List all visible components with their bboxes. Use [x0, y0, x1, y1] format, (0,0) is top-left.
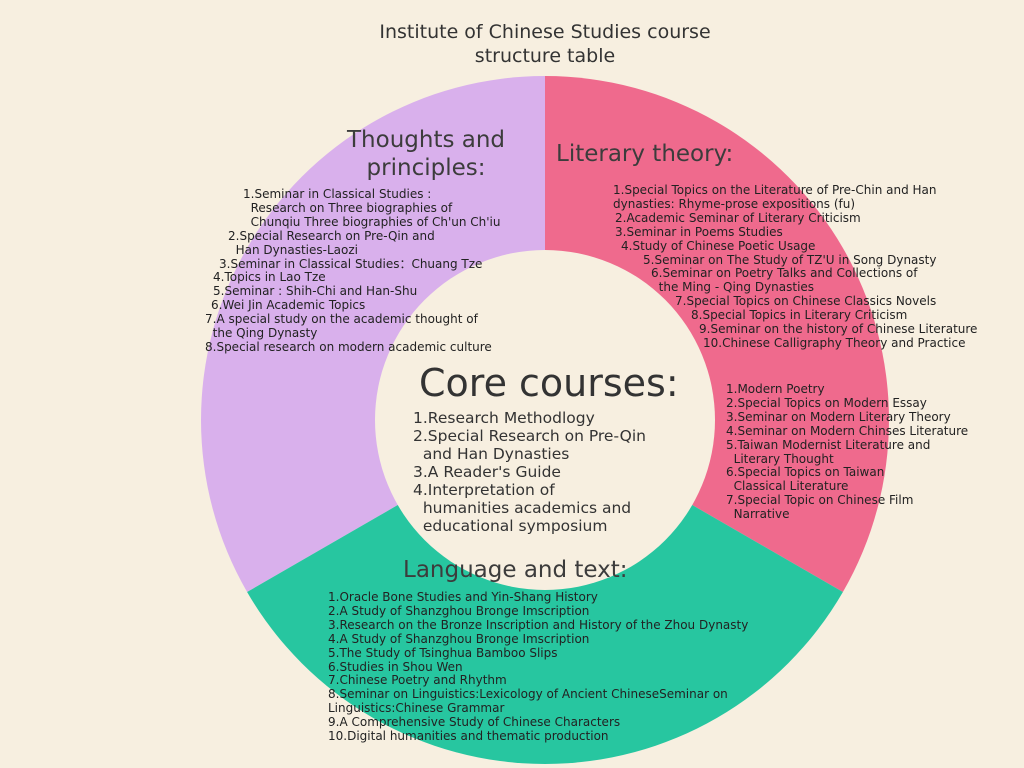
literary-heading: Literary theory:	[556, 141, 734, 167]
language-heading: Language and text:	[403, 557, 628, 583]
language-segment	[247, 420, 843, 764]
list-item: 6.Seminar on Poetry Talks and Collection…	[651, 266, 918, 295]
list-item: 4.A Study of Shanzghou Bronge Imscriptio…	[328, 631, 590, 646]
list-item: 4.Seminar on Modern Chinses Literature	[726, 423, 969, 438]
center-circle	[375, 250, 715, 590]
list-item: 5.The Study of Tsinghua Bamboo Slips	[328, 645, 558, 660]
list-item: 5.Seminar : Shih-Chi and Han-Shu	[213, 284, 418, 299]
thoughts-heading: Thoughts and principles:	[347, 127, 506, 181]
list-item: 1.Oracle Bone Studies and Yin-Shang Hist…	[328, 590, 598, 604]
list-item: 3.Seminar on Modern Literary Theory	[726, 409, 951, 424]
list-item: 6.Wei Jin Academic Topics	[211, 298, 366, 313]
list-item: 9.Seminar on the history of Chinese Lite…	[699, 322, 978, 337]
list-item: 5.Taiwan Modernist Literature and Litera…	[726, 437, 931, 466]
list-item: 7.A special study on the academic though…	[205, 312, 478, 341]
modern-literature-list: 1.Modern Poetry 2.Special Topics on Mode…	[726, 382, 969, 522]
list-item: 4.Topics in Lao Tze	[213, 270, 326, 285]
list-item: 5.Seminar on The Study of TZ'U in Song D…	[643, 252, 937, 267]
diagram-title: Institute of Chinese Studies course stru…	[379, 21, 711, 67]
list-item: 7.Chinese Poetry and Rhythm	[328, 673, 507, 688]
core-list: 1.Research Methodlogy 2.Special Research…	[413, 409, 646, 535]
list-item: 2.Academic Seminar of Literary Criticism	[615, 210, 861, 225]
list-item: 2.Special Topics on Modern Essay	[726, 395, 927, 410]
list-item: 8.Seminar on Linguistics:Lexicology of A…	[328, 687, 728, 716]
literary-list: 1.Special Topics on the Literature of Pr…	[613, 183, 978, 351]
list-item: 6.Studies in Shou Wen	[328, 659, 463, 674]
list-item: 10.Chinese Calligraphy Theory and Practi…	[703, 335, 966, 350]
list-item: 9.A Comprehensive Study of Chinese Chara…	[328, 715, 621, 730]
list-item: 2.Special Research on Pre-Qin and Han Dy…	[413, 427, 646, 463]
list-item: 3.Seminar in Classical Studies：Chuang Tz…	[219, 256, 483, 271]
language-list: 1.Oracle Bone Studies and Yin-Shang Hist…	[328, 590, 749, 744]
list-item: 1.Research Methodlogy	[413, 409, 595, 427]
list-item: 3.Seminar in Poems Studies	[615, 224, 783, 239]
list-item: 1.Seminar in Classical Studies : Researc…	[243, 187, 501, 229]
list-item: 4.Study of Chinese Poetic Usage	[621, 238, 816, 253]
core-heading: Core courses:	[419, 361, 679, 405]
list-item: 1.Special Topics on the Literature of Pr…	[613, 183, 937, 211]
list-item: 7.Special Topic on Chinese Film Narrativ…	[726, 493, 914, 522]
thoughts-list: 1.Seminar in Classical Studies : Researc…	[205, 187, 501, 355]
list-item: 8.Special research on modern academic cu…	[205, 339, 492, 354]
list-item: 1.Modern Poetry	[726, 382, 825, 396]
list-item: 7.Special Topics on Chinese Classics Nov…	[675, 294, 937, 309]
list-item: 3.A Reader's Guide	[413, 463, 561, 481]
list-item: 2.A Study of Shanzghou Bronge Imscriptio…	[328, 603, 590, 618]
list-item: 3.Research on the Bronze Inscription and…	[328, 617, 749, 632]
list-item: 10.Digital humanities and thematic produ…	[328, 729, 609, 744]
list-item: 4.Interpretation of humanities academics…	[413, 481, 632, 535]
list-item: 8.Special Topics in Literary Criticism	[691, 308, 908, 323]
list-item: 6.Special Topics on Taiwan Classical Lit…	[726, 465, 885, 494]
list-item: 2.Special Research on Pre-Qin and Han Dy…	[228, 228, 435, 257]
